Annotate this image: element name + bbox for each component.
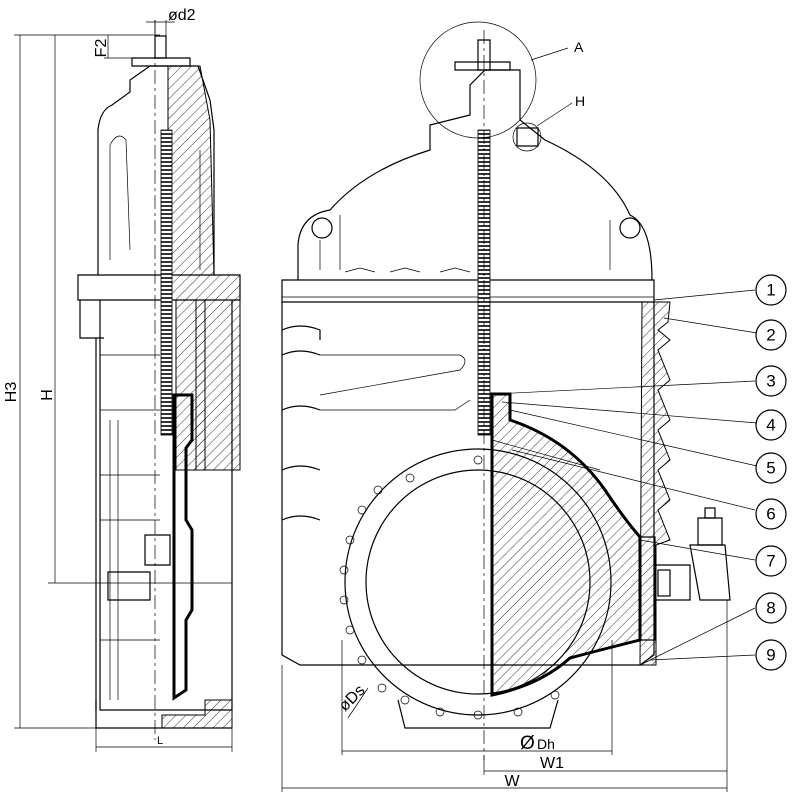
detail-circle-a [419,21,537,139]
side-view-dimensions: H3 H F2 ød2 L [3,7,233,752]
dim-l-label: L [157,735,163,747]
svg-text:4: 4 [766,416,775,435]
callout-1: 1 [755,274,787,306]
callout-6: 6 [755,498,787,530]
svg-text:5: 5 [766,459,775,478]
detail-a-label: A [574,39,584,55]
side-view [48,20,241,740]
svg-text:7: 7 [766,552,775,571]
callout-5: 5 [755,452,787,484]
detail-h-label: H [575,93,585,109]
front-view-dimensions: A H øDs Ø Dh W1 W [281,39,728,792]
dim-f2-label: F2 [93,39,110,58]
svg-text:6: 6 [766,505,775,524]
callout-2: 2 [755,319,787,351]
dim-w-label: W [504,773,520,790]
callout-balloons: 1 2 3 4 5 6 7 8 9 [755,274,787,671]
svg-text:3: 3 [766,372,775,391]
svg-text:9: 9 [766,646,775,665]
flange-bolt-holes [339,455,560,720]
dim-dh-symbol: Ø [520,733,535,754]
dim-w1-label: W1 [540,755,564,772]
dim-h-label: H [39,389,56,401]
svg-text:1: 1 [766,281,775,300]
dim-h3-label: H3 [3,382,20,403]
callout-9: 9 [755,639,787,671]
dim-d2-label: ød2 [168,7,196,24]
callout-7: 7 [755,545,787,577]
svg-text:2: 2 [766,326,775,345]
dim-dh-label: Dh [537,736,555,752]
callout-3: 3 [755,365,787,397]
dim-ds-label: øDs [336,682,369,715]
callout-leaders [493,289,758,666]
svg-text:8: 8 [766,599,775,618]
callout-8: 8 [755,592,787,624]
callout-4: 4 [755,409,787,441]
front-view [281,21,731,760]
detail-circle-h [512,122,542,152]
